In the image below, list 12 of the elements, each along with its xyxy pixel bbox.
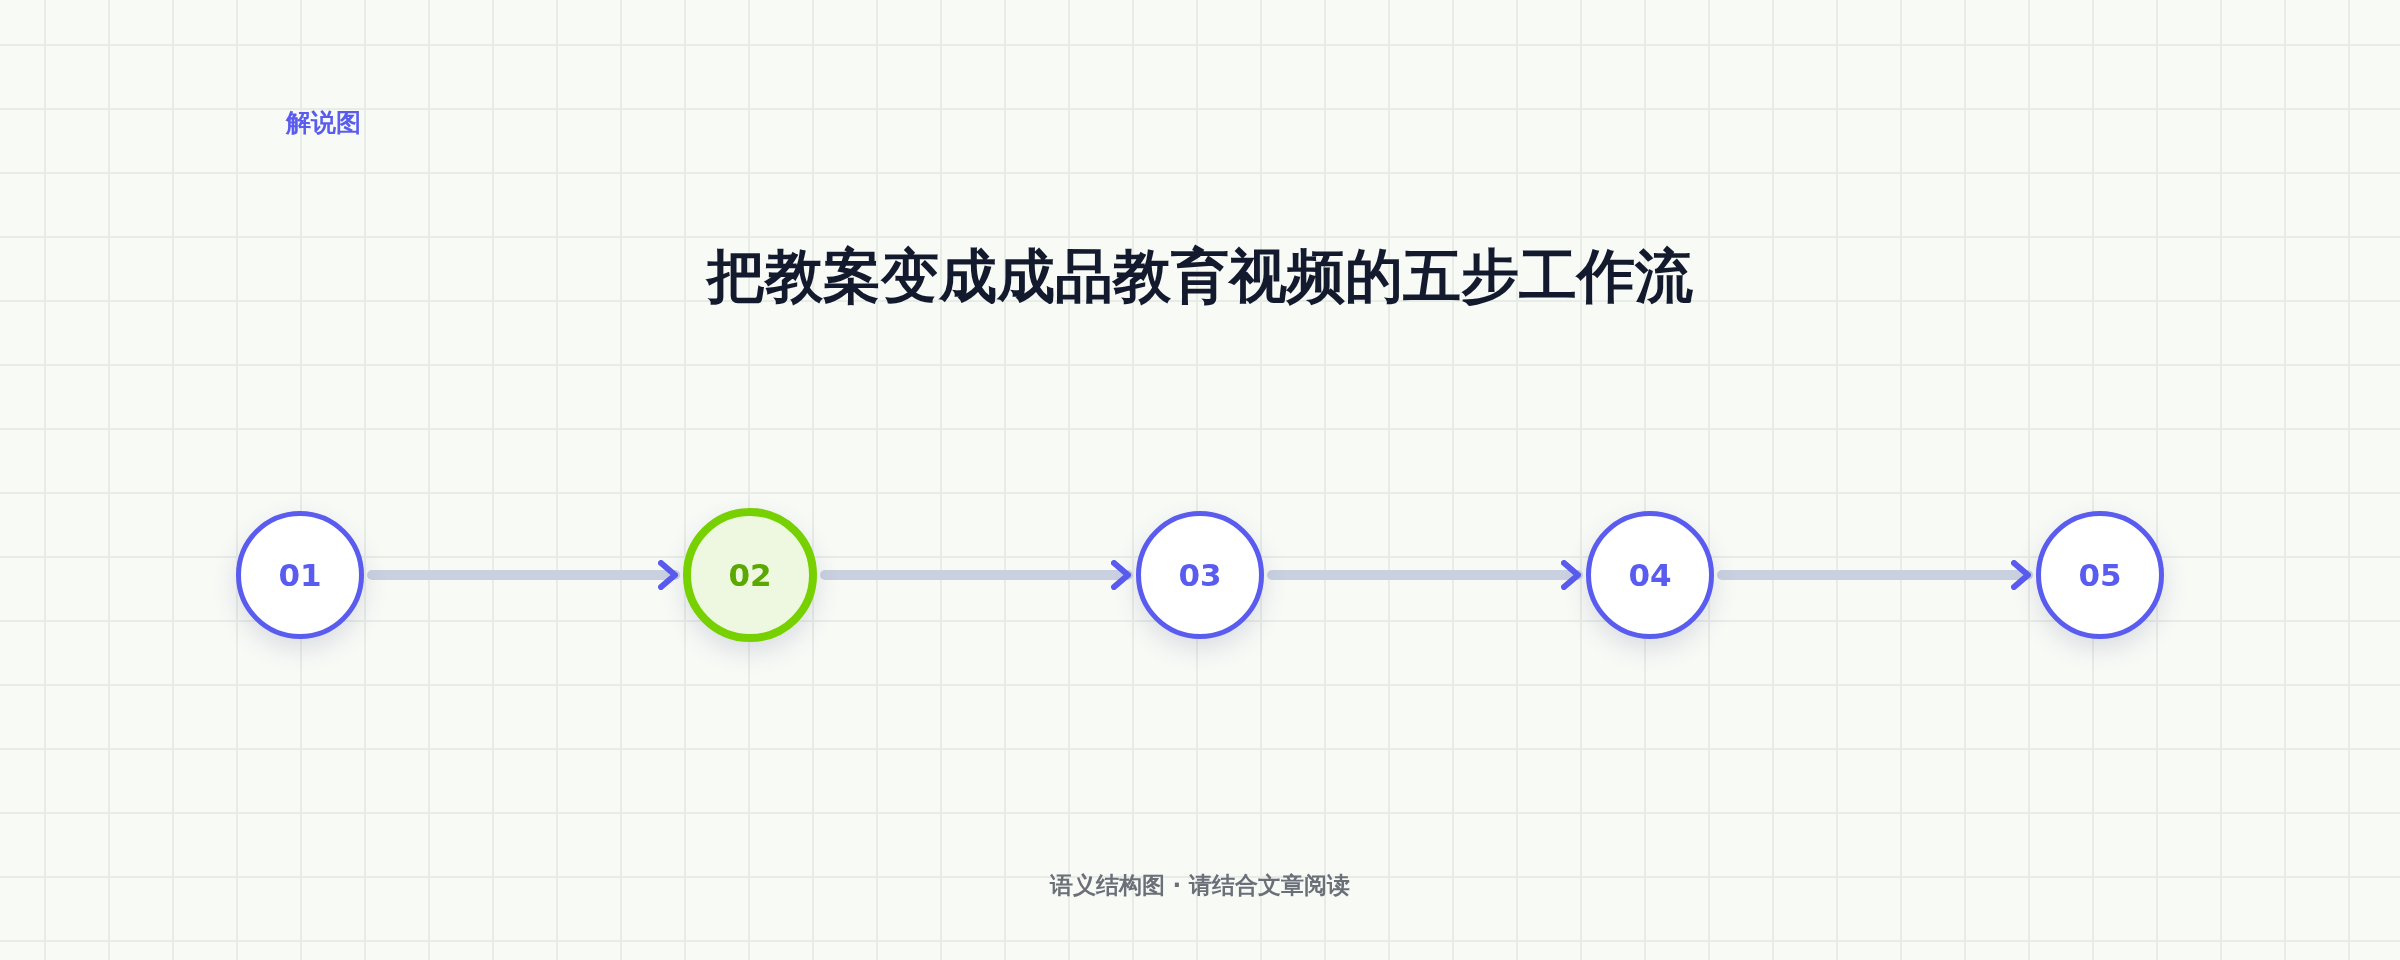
step-circle: 04: [1586, 511, 1714, 639]
step-circle: 03: [1136, 511, 1264, 639]
arrow: [367, 560, 680, 590]
header-label: 解说图: [286, 107, 361, 139]
step-circle: 05: [2036, 511, 2164, 639]
arrow: [1717, 560, 2033, 590]
arrow: [820, 560, 1133, 590]
title: 把教案变成成品教育视频的五步工作流: [704, 241, 1694, 312]
arrow: [1267, 560, 1583, 590]
highlighted-step-circle: 02: [683, 508, 817, 642]
footer-note: 语义结构图 · 请结合文章阅读: [1048, 871, 1352, 900]
step-circle: 01: [236, 511, 364, 639]
